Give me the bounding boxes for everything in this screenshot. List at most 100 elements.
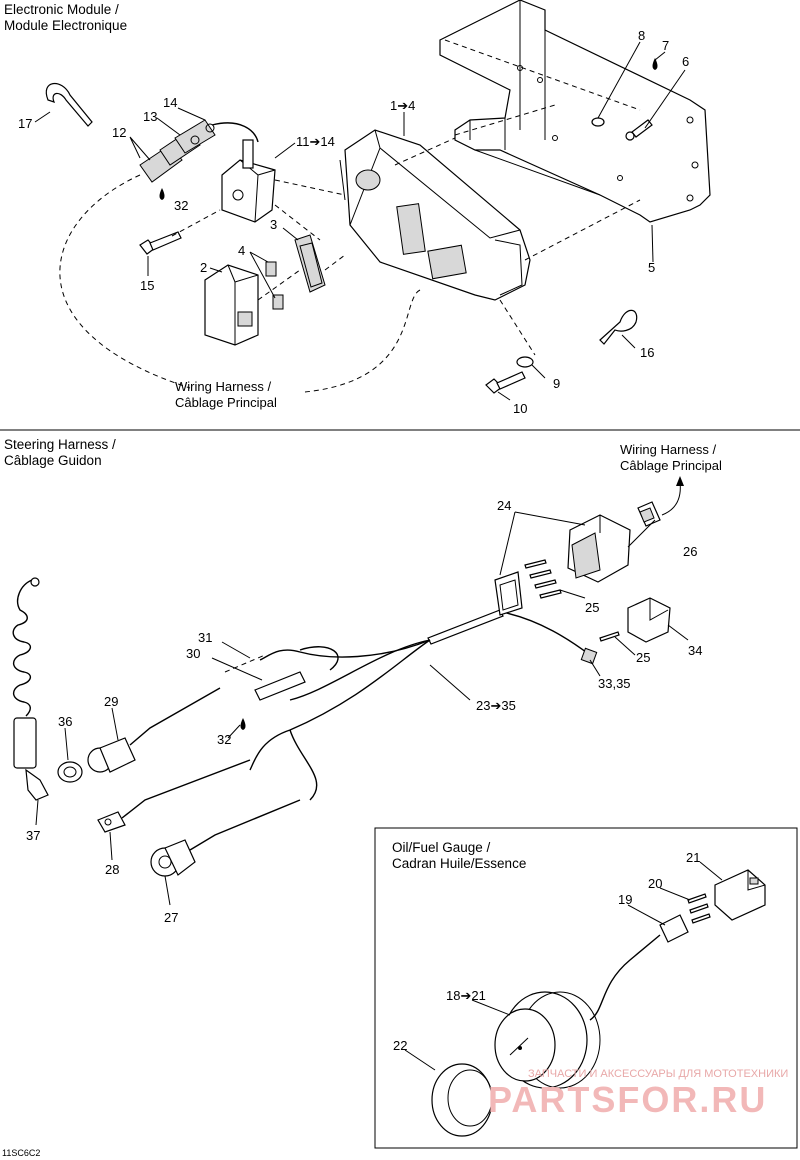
svg-text:Cadran Huile/Essence: Cadran Huile/Essence: [392, 856, 526, 871]
callout-5: 5: [648, 260, 655, 275]
gauge-bezel-22: [431, 1063, 493, 1137]
callout-13: 13: [143, 109, 157, 124]
callout-23-35: 23➔35: [476, 698, 516, 713]
assembly-lines-top: [59, 39, 641, 393]
callout-11-14: 11➔14: [296, 134, 335, 149]
callout-31: 31: [198, 630, 212, 645]
leader-lines-top: [34, 41, 686, 401]
washer-9: [516, 356, 534, 368]
callout-32-top: 32: [174, 198, 188, 213]
harness-label-middle: Wiring Harness / Câblage Principal: [620, 442, 722, 473]
callout-1-4: 1➔4: [390, 98, 415, 113]
svg-text:Module Electronique: Module Electronique: [4, 18, 127, 33]
gauge-plug-19: [589, 914, 689, 1021]
connector-block: [221, 139, 276, 223]
gauge-terminals-20: [687, 893, 711, 924]
svg-text:ЗАПЧАСТИ И АКСЕССУАРЫ ДЛЯ МОТО: ЗАПЧАСТИ И АКСЕССУАРЫ ДЛЯ МОТОТЕХНИКИ: [528, 1068, 788, 1080]
svg-text:Câblage Guidon: Câblage Guidon: [4, 453, 102, 468]
oil-fuel-gauge-title: Oil/Fuel Gauge / Cadran Huile/Essence: [392, 840, 526, 871]
mounting-bracket: [439, 0, 711, 223]
heat-shrink-30: [254, 671, 306, 701]
callout-17: 17: [18, 116, 32, 131]
switch-27: [150, 799, 301, 877]
ring-36: [57, 761, 83, 783]
electronic-module-title: Electronic Module / Module Electronique: [4, 2, 127, 33]
svg-text:Câblage Principal: Câblage Principal: [620, 458, 722, 473]
callout-29: 29: [104, 694, 118, 709]
bolt-10: [485, 371, 526, 394]
callout-37: 37: [26, 828, 40, 843]
callout-2: 2: [200, 260, 207, 275]
electronic-module: [339, 129, 531, 301]
switch-29: [87, 687, 221, 773]
leader-lines-middle: [35, 511, 689, 906]
connector-24-housing: [567, 514, 631, 583]
connector-24-plug: [494, 571, 523, 616]
cable-tie-16: [599, 309, 638, 345]
callouts-top: 1➔4 2 3 4 5 6 7 8 9 10 11➔14 12 13 14 15…: [18, 28, 689, 416]
callout-36: 36: [58, 714, 72, 729]
washer-8: [591, 117, 605, 127]
callout-9: 9: [553, 376, 560, 391]
tether-cord: [12, 577, 49, 801]
callout-18-21: 18➔21: [446, 988, 486, 1003]
connector-34: [627, 597, 671, 643]
callout-20: 20: [648, 876, 662, 891]
callout-7: 7: [662, 38, 669, 53]
callout-25-b: 25: [636, 650, 650, 665]
sealant-drop-icon-2: [652, 58, 658, 70]
sealant-drop-icon: [159, 188, 165, 200]
relay: [204, 264, 259, 346]
bolt-15: [139, 231, 182, 255]
callouts-gauge: 21 20 19 18➔21 22: [393, 850, 700, 1053]
callout-33-35: 33,35: [598, 676, 631, 691]
callout-26: 26: [683, 544, 697, 559]
callout-25-a: 25: [585, 600, 599, 615]
svg-text:Wiring Harness /: Wiring Harness /: [620, 442, 716, 457]
callouts-middle: 24 25 25 26 34 33,35 23➔35 31 30 29 36 3…: [26, 498, 702, 925]
gauge-18: [494, 991, 601, 1089]
leader-lines-gauge: [404, 861, 723, 1071]
callout-30: 30: [186, 646, 200, 661]
svg-text:Electronic Module /: Electronic Module /: [4, 2, 119, 17]
svg-text:Steering Harness /: Steering Harness /: [4, 437, 116, 452]
steering-harness-title: Steering Harness / Câblage Guidon: [4, 437, 116, 468]
fuses: [265, 261, 284, 310]
cable-tie-17: [45, 83, 93, 127]
callout-21: 21: [686, 850, 700, 865]
terminals-25: [524, 559, 620, 642]
connector-33-35: [580, 647, 598, 665]
sealant-drop-icon-3: [240, 718, 246, 730]
callout-12: 12: [112, 125, 126, 140]
gauge-section-box: [374, 827, 798, 1149]
svg-text:Oil/Fuel Gauge /: Oil/Fuel Gauge /: [392, 840, 491, 855]
callout-27: 27: [164, 910, 178, 925]
callout-14: 14: [163, 95, 177, 110]
harness-label-top: Wiring Harness / Câblage Principal: [175, 379, 277, 410]
diagram-code: 11SC6C2: [2, 1148, 40, 1158]
callout-10: 10: [513, 401, 527, 416]
callout-19: 19: [618, 892, 632, 907]
callout-34: 34: [688, 643, 702, 658]
svg-text:Wiring Harness /: Wiring Harness /: [175, 379, 271, 394]
callout-6: 6: [682, 54, 689, 69]
svg-text:PARTSFOR.RU: PARTSFOR.RU: [488, 1079, 767, 1120]
callout-4: 4: [238, 243, 245, 258]
harness-arrow: [661, 481, 681, 516]
ring-terminal-28: [97, 759, 251, 833]
steering-harness-sleeve: [249, 594, 591, 801]
wedge-26: [637, 501, 661, 527]
callout-28: 28: [105, 862, 119, 877]
watermark: ЗАПЧАСТИ И АКСЕССУАРЫ ДЛЯ МОТОТЕХНИКИ PA…: [488, 1068, 788, 1120]
harness-arrow-head: [676, 476, 684, 486]
callout-15: 15: [140, 278, 154, 293]
fuse-holder: [294, 234, 326, 293]
sleeve-31: [224, 654, 266, 673]
callout-32-mid: 32: [217, 732, 231, 747]
callout-16: 16: [640, 345, 654, 360]
callout-24: 24: [497, 498, 511, 513]
callout-8: 8: [638, 28, 645, 43]
terminal-connectors: [139, 119, 259, 183]
callout-22: 22: [393, 1038, 407, 1053]
